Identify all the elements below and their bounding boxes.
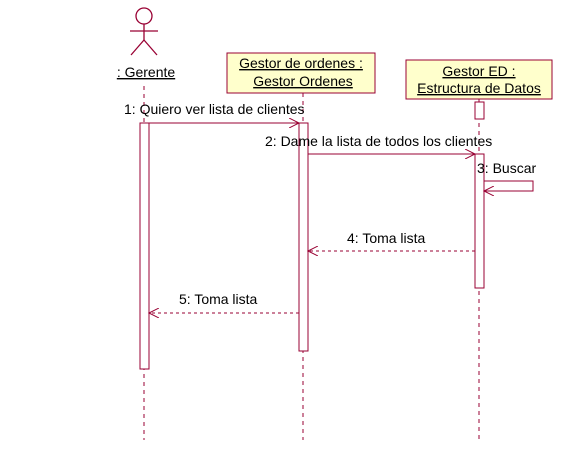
message-1-label: 1: Quiero ver lista de clientes bbox=[124, 101, 305, 117]
activation-gerente bbox=[139, 122, 150, 370]
object-gestor-ed-class: Estructura de Datos bbox=[417, 80, 541, 96]
message-5[interactable]: 5: Toma lista bbox=[149, 291, 299, 313]
activation-gestor-ordenes bbox=[298, 122, 309, 352]
actor-gerente[interactable]: : Gerente bbox=[117, 7, 176, 80]
message-3-arrow bbox=[484, 180, 534, 191]
message-2-label: 2: Dame la lista de todos los clientes bbox=[265, 133, 492, 149]
object-gestor-ordenes-class: Gestor Ordenes bbox=[253, 73, 353, 89]
actor-gerente-label: : Gerente bbox=[117, 64, 176, 80]
object-gestor-ordenes[interactable]: Gestor de ordenes : Gestor Ordenes bbox=[226, 52, 376, 94]
object-gestor-ed[interactable]: Gestor ED : Estructura de Datos bbox=[405, 59, 553, 100]
message-5-label: 5: Toma lista bbox=[179, 291, 258, 307]
object-gestor-ed-box bbox=[405, 59, 553, 100]
object-gestor-ed-name: Gestor ED : bbox=[442, 63, 515, 79]
message-1[interactable]: 1: Quiero ver lista de clientes bbox=[124, 101, 305, 123]
object-gestor-ordenes-name: Gestor de ordenes : bbox=[239, 55, 363, 71]
activation-gestor-ed bbox=[474, 153, 485, 289]
stick-figure-icon bbox=[130, 7, 158, 56]
message-2[interactable]: 2: Dame la lista de todos los clientes bbox=[265, 133, 492, 154]
message-3-label: 3: Buscar bbox=[477, 160, 536, 176]
message-3[interactable]: 3: Buscar bbox=[477, 160, 536, 191]
message-4-label: 4: Toma lista bbox=[347, 230, 426, 246]
activation-gestor-ed-top bbox=[474, 101, 485, 120]
message-4[interactable]: 4: Toma lista bbox=[308, 230, 475, 251]
object-gestor-ordenes-box bbox=[226, 52, 376, 94]
